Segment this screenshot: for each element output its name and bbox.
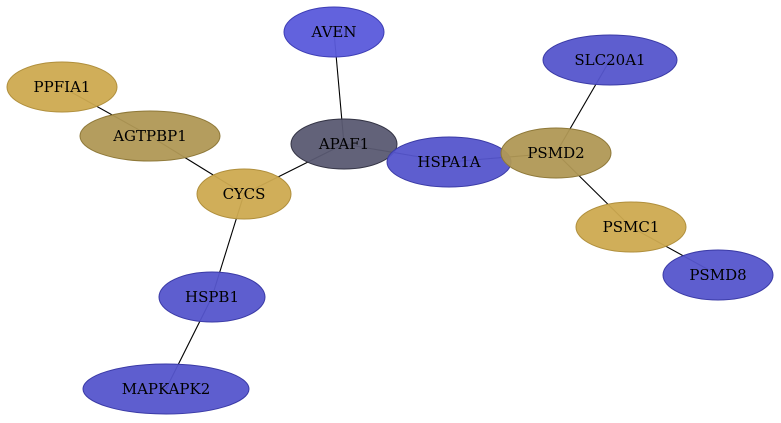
- node-aven: AVEN: [283, 6, 385, 58]
- node-label-slc20a1: SLC20A1: [574, 51, 645, 69]
- node-label-aven: AVEN: [311, 23, 357, 41]
- node-ellipse-psmd8: [662, 249, 774, 301]
- node-slc20a1: SLC20A1: [542, 34, 678, 86]
- node-label-agtpbp1: AGTPBP1: [112, 127, 187, 145]
- node-label-hspb1: HSPB1: [185, 288, 239, 306]
- node-agtpbp1: AGTPBP1: [79, 110, 221, 162]
- node-hspa1a: HSPA1A: [386, 136, 512, 188]
- node-psmd8: PSMD8: [662, 249, 774, 301]
- node-ellipse-hspb1: [158, 271, 266, 323]
- node-ellipse-slc20a1: [542, 34, 678, 86]
- node-label-apaf1: APAF1: [318, 135, 369, 153]
- node-ellipse-mapkapk2: [82, 363, 250, 415]
- node-psmd2: PSMD2: [500, 127, 612, 179]
- node-label-psmd8: PSMD8: [689, 266, 746, 284]
- node-label-hspa1a: HSPA1A: [417, 153, 480, 171]
- node-label-mapkapk2: MAPKAPK2: [122, 380, 211, 398]
- node-ellipse-agtpbp1: [79, 110, 221, 162]
- node-ellipse-ppfia1: [6, 61, 118, 113]
- node-label-cycs: CYCS: [223, 185, 266, 203]
- node-ellipse-cycs: [196, 168, 292, 220]
- node-psmc1: PSMC1: [575, 201, 687, 253]
- node-label-psmd2: PSMD2: [527, 144, 584, 162]
- node-ellipse-aven: [283, 6, 385, 58]
- node-label-psmc1: PSMC1: [603, 218, 660, 236]
- node-mapkapk2: MAPKAPK2: [82, 363, 250, 415]
- node-ellipse-apaf1: [290, 118, 398, 170]
- node-ellipse-psmd2: [500, 127, 612, 179]
- node-label-ppfia1: PPFIA1: [34, 78, 91, 96]
- node-hspb1: HSPB1: [158, 271, 266, 323]
- node-ellipse-psmc1: [575, 201, 687, 253]
- node-ppfia1: PPFIA1: [6, 61, 118, 113]
- node-apaf1: APAF1: [290, 118, 398, 170]
- node-cycs: CYCS: [196, 168, 292, 220]
